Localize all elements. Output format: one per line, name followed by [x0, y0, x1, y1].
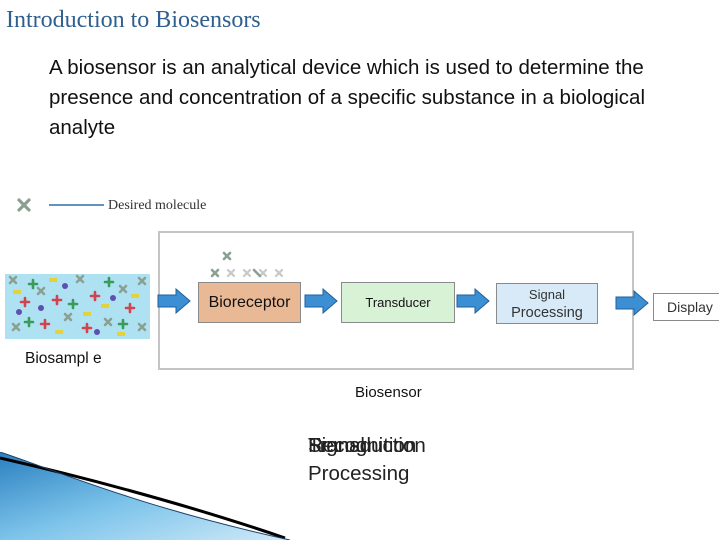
signal-label: Signal [308, 434, 365, 457]
display-box: Display [653, 293, 719, 321]
intro-paragraph: A biosensor is an analytical device whic… [49, 56, 646, 139]
arrow-bioreceptor-to-transducer [304, 288, 338, 314]
transduction-label: Transduction [308, 434, 426, 457]
bound-molecules [210, 251, 284, 278]
transducer-box: Transducer [341, 282, 455, 323]
signal-processing-line2: Processing [511, 305, 583, 321]
biosample-molecules [8, 274, 147, 336]
arrow-signal-to-display [615, 290, 649, 316]
bioreceptor-box: Bioreceptor [198, 282, 301, 323]
arrow-transducer-to-signal [456, 288, 490, 314]
biosample-container [5, 274, 150, 339]
slide-title: Introduction to Biosensors [6, 7, 261, 33]
arrow-biosample-to-bioreceptor [157, 288, 191, 314]
legend-label: Desired molecule [108, 198, 207, 213]
recognition-label: Recognition [308, 434, 417, 457]
biosample-label: Biosampl e [25, 350, 102, 367]
legend-graphic [17, 198, 104, 212]
signal-processing-line1: Signal [528, 287, 566, 302]
processing-label: Processing [308, 462, 410, 485]
signal-processing-box: Signal Processing [496, 283, 598, 324]
biosensor-label: Biosensor [355, 384, 422, 401]
desired-molecule-icon [17, 198, 31, 212]
decorative-swoosh [0, 452, 290, 540]
